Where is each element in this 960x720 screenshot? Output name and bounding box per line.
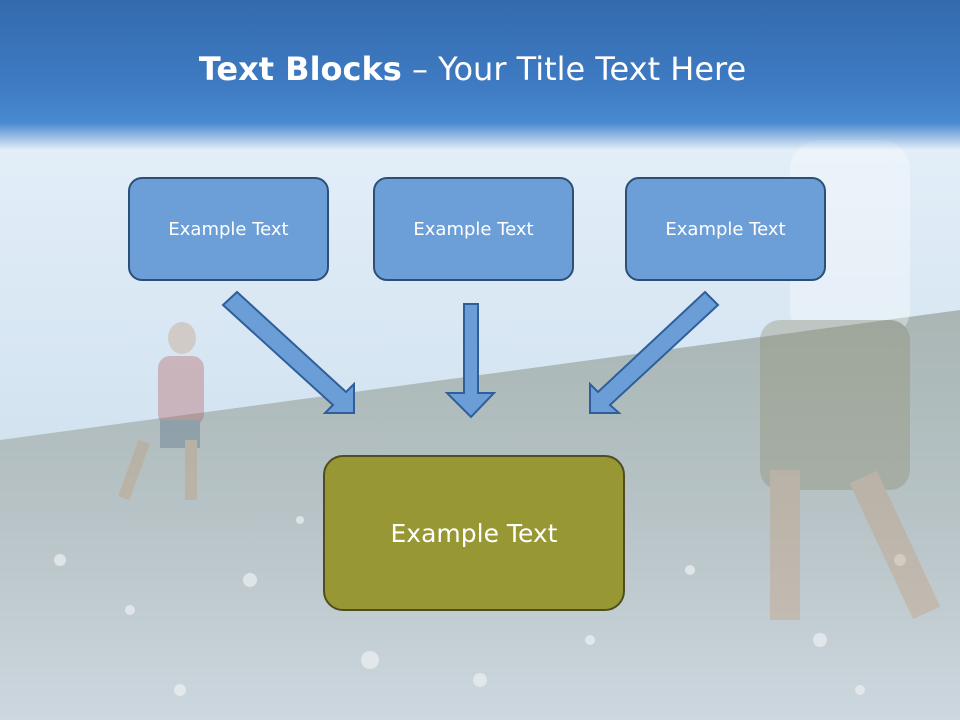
title-band <box>0 0 960 150</box>
title-rest: Your Title Text Here <box>438 50 747 88</box>
target-text-block[interactable]: Example Text <box>323 455 625 611</box>
arrow-left-diagonal <box>221 290 355 414</box>
text-block-2[interactable]: Example Text <box>373 177 574 281</box>
text-block-1-label: Example Text <box>168 218 289 240</box>
text-block-3[interactable]: Example Text <box>625 177 826 281</box>
arrow-center-down <box>444 303 497 419</box>
text-block-1[interactable]: Example Text <box>128 177 329 281</box>
slide-title: Text Blocks – Your Title Text Here <box>0 50 945 88</box>
title-dash: – <box>401 50 439 88</box>
title-bold-part: Text Blocks <box>198 50 402 88</box>
text-block-2-label: Example Text <box>413 218 534 240</box>
text-block-3-label: Example Text <box>665 218 786 240</box>
target-text-block-label: Example Text <box>390 518 558 548</box>
arrow-right-diagonal <box>589 290 720 414</box>
